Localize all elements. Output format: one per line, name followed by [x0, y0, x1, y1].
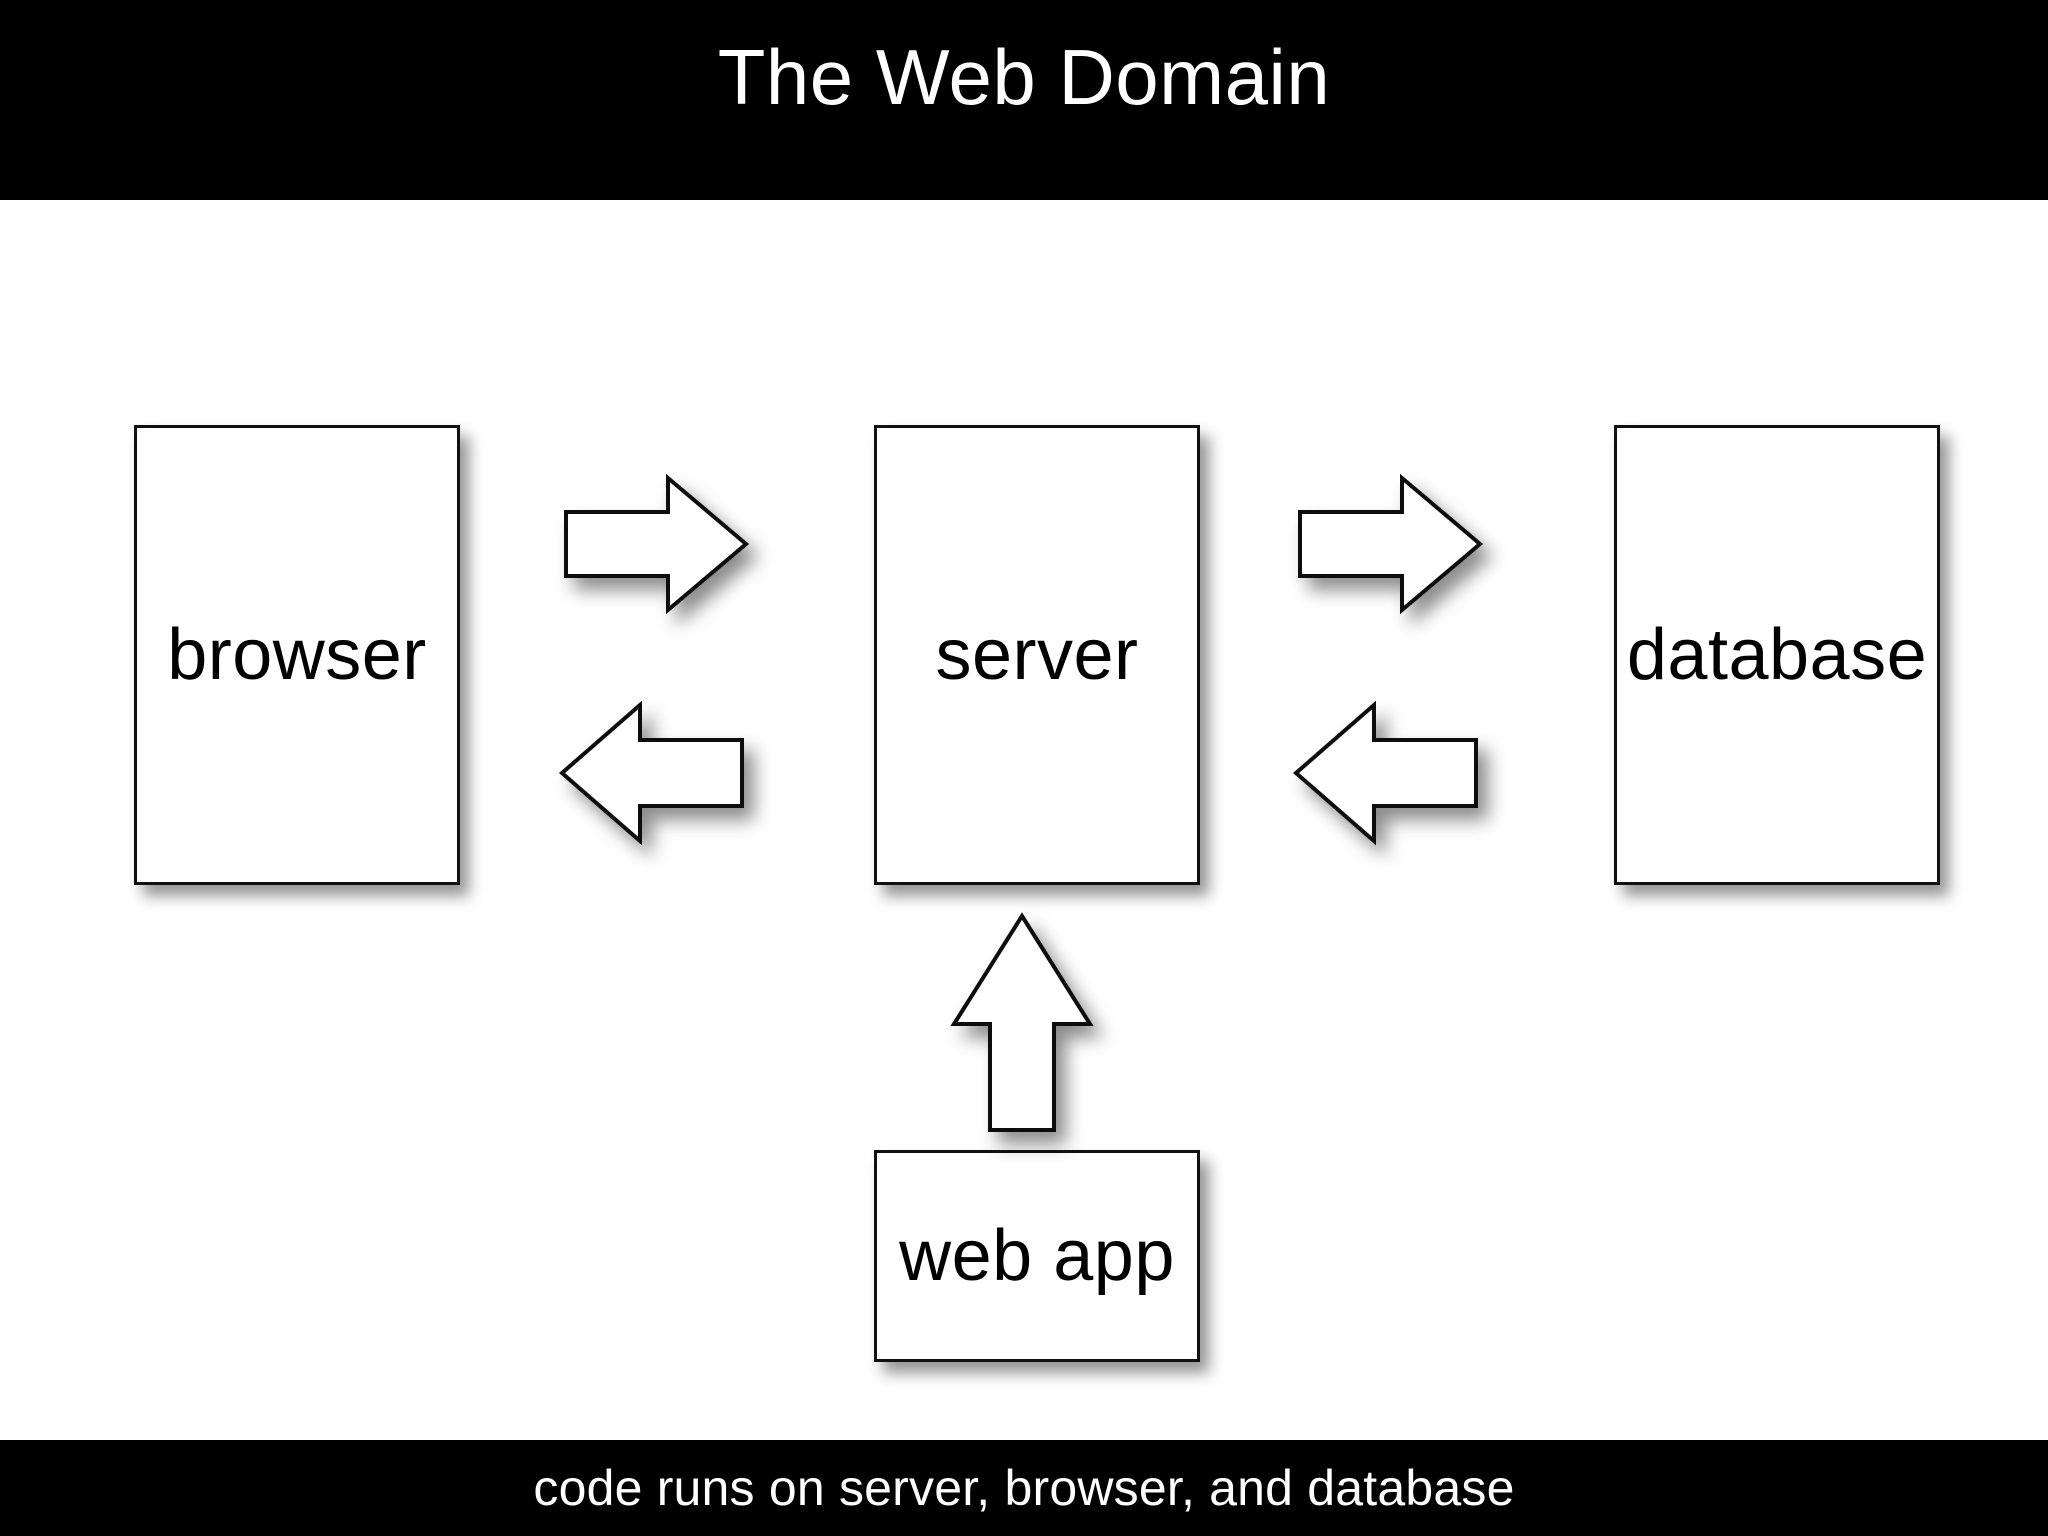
- arrow-right-icon-server-to-database: [1298, 473, 1484, 615]
- page-title: The Web Domain: [717, 33, 1331, 121]
- arrow-left-icon-database-to-server: [1292, 700, 1478, 846]
- node-server-label: server: [935, 615, 1139, 695]
- node-webapp-label: web app: [899, 1216, 1175, 1296]
- arrow-up-icon-webapp-to-server: [950, 912, 1094, 1132]
- node-browser[interactable]: browser: [134, 425, 460, 885]
- node-webapp[interactable]: web app: [874, 1150, 1200, 1362]
- caption-bar: [0, 1440, 2048, 1536]
- node-database[interactable]: database: [1614, 425, 1940, 885]
- arrow-right-icon-browser-to-server: [564, 473, 750, 615]
- node-browser-label: browser: [167, 615, 427, 695]
- node-database-label: database: [1626, 615, 1928, 695]
- node-server[interactable]: server: [874, 425, 1200, 885]
- arrow-left-icon-server-to-browser: [558, 700, 744, 846]
- title-bar: [0, 0, 2048, 200]
- caption-text: code runs on server, browser, and databa…: [533, 1460, 1515, 1516]
